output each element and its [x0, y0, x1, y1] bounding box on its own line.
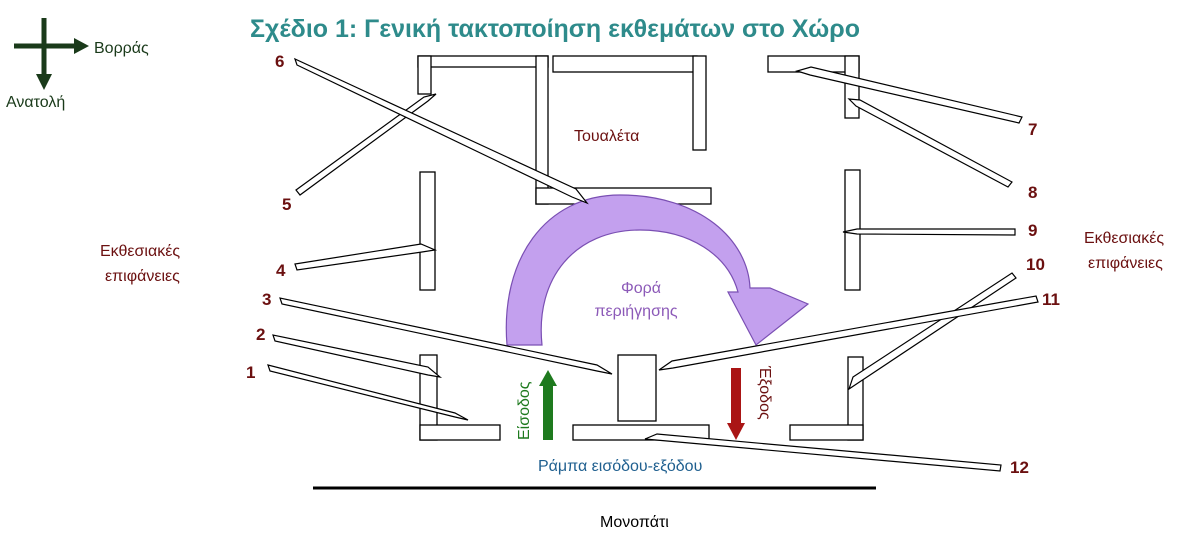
compass-north-arrowhead: [74, 38, 89, 54]
exhibit-number-7: 7: [1028, 120, 1037, 139]
exhibit-number-1: 1: [246, 363, 255, 382]
entrance-arrow-head: [539, 370, 557, 386]
ramp-label: Ράμπα εισόδου-εξόδου: [538, 458, 702, 475]
exhibit-number-12: 12: [1010, 458, 1029, 477]
display-surfaces-left-line2: επιφάνειες: [105, 268, 180, 285]
exit-arrow: [727, 368, 745, 440]
pointer-11: [658, 295, 1039, 371]
wall-top-left-stub: [417, 55, 432, 95]
exhibit-numbers: 1 2 3 4 5 6 7 8 9 10 11 12: [246, 52, 1060, 477]
pointer-12: [644, 433, 1002, 472]
pointer-8: [847, 98, 1013, 188]
exit-arrow-head: [727, 423, 745, 440]
wall-top-left: [417, 55, 549, 68]
exhibit-number-10: 10: [1026, 255, 1045, 274]
compass-east-label: Ανατολή: [6, 94, 65, 111]
pointer-1: [267, 364, 469, 421]
compass: Βορράς Ανατολή: [6, 18, 149, 111]
footpath-label: Μονοπάτι: [600, 514, 669, 531]
entrance-arrow-shaft: [543, 384, 553, 440]
diagram-title: Σχέδιο 1: Γενική τακτοποίηση εκθεμάτων σ…: [250, 15, 860, 43]
exhibit-number-11: 11: [1042, 290, 1060, 309]
entrance-label: Είσοδος: [516, 381, 533, 440]
exhibit-number-5: 5: [282, 195, 291, 214]
display-surfaces-right-line1: Εκθεσιακές: [1084, 230, 1164, 247]
walls: [417, 55, 864, 441]
toilet-wall-top: [552, 55, 698, 73]
tour-direction-label-line2: περιήγησης: [594, 303, 677, 320]
exhibit-number-4: 4: [276, 261, 286, 280]
display-surfaces-right-line2: επιφάνειες: [1088, 255, 1163, 272]
exit-label: Έξοδος: [756, 365, 773, 420]
central-display-stand: [617, 354, 657, 422]
exit-arrow-shaft: [731, 368, 741, 426]
entrance-arrow: [539, 370, 557, 440]
compass-east-arrowhead: [36, 74, 52, 90]
tour-direction-arrow: [505, 194, 810, 346]
pointer-3: [279, 297, 613, 375]
exhibit-pointers: [267, 57, 1039, 472]
pointer-4: [294, 243, 438, 271]
toilet-wall-right: [692, 55, 707, 151]
pointer-7: [794, 66, 1023, 124]
pointer-6: [293, 57, 589, 205]
exhibit-number-3: 3: [262, 290, 271, 309]
wall-bottom-left: [419, 424, 501, 441]
exhibit-number-8: 8: [1028, 183, 1037, 202]
pointer-2: [272, 334, 443, 378]
compass-north-label: Βορράς: [94, 40, 149, 57]
display-wall-left: [419, 171, 436, 291]
exhibit-number-9: 9: [1028, 221, 1037, 240]
exhibit-number-6: 6: [275, 52, 284, 71]
exhibit-number-2: 2: [256, 325, 265, 344]
pointer-9: [842, 228, 1016, 236]
toilet-label: Τουαλέτα: [574, 128, 639, 145]
tour-direction-label-line1: Φορά: [621, 280, 661, 297]
wall-bottom-right: [789, 424, 864, 441]
pointer-10: [847, 272, 1017, 391]
wall-top-right-post: [844, 55, 860, 119]
pointer-5: [295, 93, 437, 196]
display-surfaces-left-line1: Εκθεσιακές: [100, 243, 180, 260]
